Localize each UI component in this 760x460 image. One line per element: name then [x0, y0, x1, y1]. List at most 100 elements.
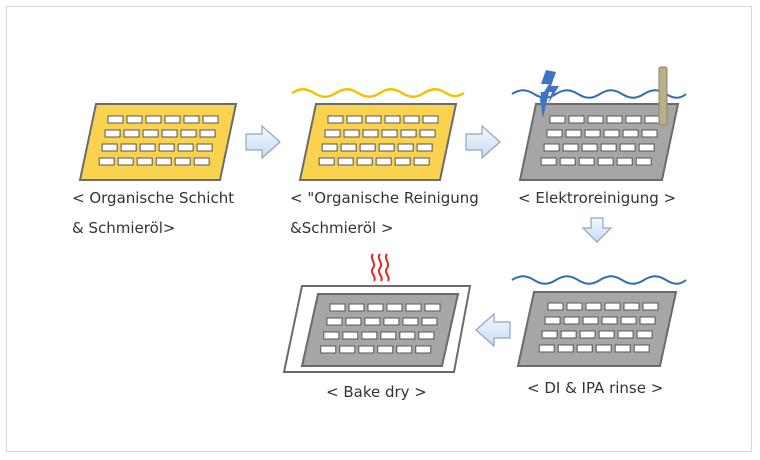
panel-hole: [320, 345, 337, 354]
panel-hole: [544, 316, 561, 325]
panel-hole: [337, 157, 354, 166]
arrow-right-icon: [465, 124, 501, 160]
panel-hole: [180, 129, 197, 138]
panel-hole: [394, 157, 411, 166]
panel-hole: [364, 317, 381, 326]
panel-hole: [579, 330, 596, 339]
step5-caption: < Bake dry >: [326, 383, 427, 401]
panel-hole: [356, 157, 373, 166]
panel-hole: [642, 302, 659, 311]
heat-waves-icon: [370, 253, 390, 282]
panel-hole: [638, 143, 655, 152]
panel-hole: [161, 129, 178, 138]
panel-hole: [397, 143, 414, 152]
diagram-frame: [6, 6, 752, 452]
panel-hole: [126, 115, 143, 124]
panel-hole: [378, 143, 395, 152]
panel-hole: [597, 157, 614, 166]
panel-hole: [421, 317, 438, 326]
panel-hole: [633, 344, 650, 353]
panel-hole: [117, 157, 134, 166]
panel-hole: [381, 129, 398, 138]
panel-hole: [174, 157, 191, 166]
panel-hole: [415, 345, 432, 354]
panel-hole: [543, 143, 560, 152]
panel-hole: [422, 115, 439, 124]
panel-hole: [164, 115, 181, 124]
panel-hole: [557, 344, 574, 353]
panel-organic-layer: [78, 103, 238, 181]
panel-hole: [324, 129, 341, 138]
panel-hole: [601, 316, 618, 325]
panel-hole: [361, 331, 378, 340]
panel-bake-dry: [282, 253, 472, 373]
panel-hole: [158, 143, 175, 152]
panel-hole: [623, 302, 640, 311]
panel-hole: [622, 129, 639, 138]
panel-hole: [636, 330, 653, 339]
panel-hole: [98, 157, 115, 166]
panel-hole: [562, 143, 579, 152]
panel-hole: [541, 330, 558, 339]
panel-hole: [400, 129, 417, 138]
panel-rinse: [511, 275, 687, 367]
panel-hole: [318, 157, 335, 166]
panel-hole: [384, 115, 401, 124]
panel-hole: [538, 344, 555, 353]
panel-hole: [416, 143, 433, 152]
electrode-rod-icon: [658, 66, 668, 126]
panel-hole: [619, 143, 636, 152]
panel-hole: [321, 143, 338, 152]
step4-caption: < DI & IPA rinse >: [527, 379, 664, 397]
panel-hole: [568, 115, 585, 124]
panel-hole: [365, 115, 382, 124]
arrow-down-icon: [581, 217, 613, 243]
step2-caption-line2: &Schmieröl >: [290, 219, 394, 237]
panel-hole: [585, 302, 602, 311]
panel-hole: [547, 302, 564, 311]
panel-hole: [183, 115, 200, 124]
panel-hole: [136, 157, 153, 166]
step1-caption-line1: < Organische Schicht: [72, 189, 235, 207]
panel-hole: [549, 115, 566, 124]
panel-hole: [576, 344, 593, 353]
panel-hole: [620, 316, 637, 325]
panel-hole: [346, 115, 363, 124]
water-wave-icon: [511, 275, 687, 285]
step1-caption-line2: & Schmieröl>: [72, 219, 176, 237]
step2-caption-line1: < "Organische Reinigung: [290, 189, 479, 207]
panel-hole: [377, 345, 394, 354]
panel-hole: [358, 345, 375, 354]
panel-hole: [405, 303, 422, 312]
panel-hole: [413, 157, 430, 166]
panel-electrocleaning: [511, 66, 687, 181]
panel-hole: [635, 157, 652, 166]
panel-hole: [380, 331, 397, 340]
panel-hole: [362, 129, 379, 138]
panel-hole: [614, 344, 631, 353]
panel-hole: [120, 143, 137, 152]
panel-hole: [616, 157, 633, 166]
step3-caption: < Elektroreinigung >: [518, 189, 677, 207]
panel-hole: [327, 115, 344, 124]
panel-hole: [598, 330, 615, 339]
panel-hole: [348, 303, 365, 312]
panel-hole: [540, 157, 557, 166]
panel-hole: [639, 316, 656, 325]
panel-hole: [402, 317, 419, 326]
panel-hole: [644, 115, 661, 124]
panel-hole: [403, 115, 420, 124]
panel-hole: [323, 331, 340, 340]
panel-hole: [563, 316, 580, 325]
panel-hole: [326, 317, 343, 326]
panel-hole: [367, 303, 384, 312]
panel-hole: [582, 316, 599, 325]
panel-hole: [139, 143, 156, 152]
panel-hole: [375, 157, 392, 166]
panel-hole: [329, 303, 346, 312]
panel-hole: [142, 129, 159, 138]
panel-hole: [424, 303, 441, 312]
panel-hole: [578, 157, 595, 166]
